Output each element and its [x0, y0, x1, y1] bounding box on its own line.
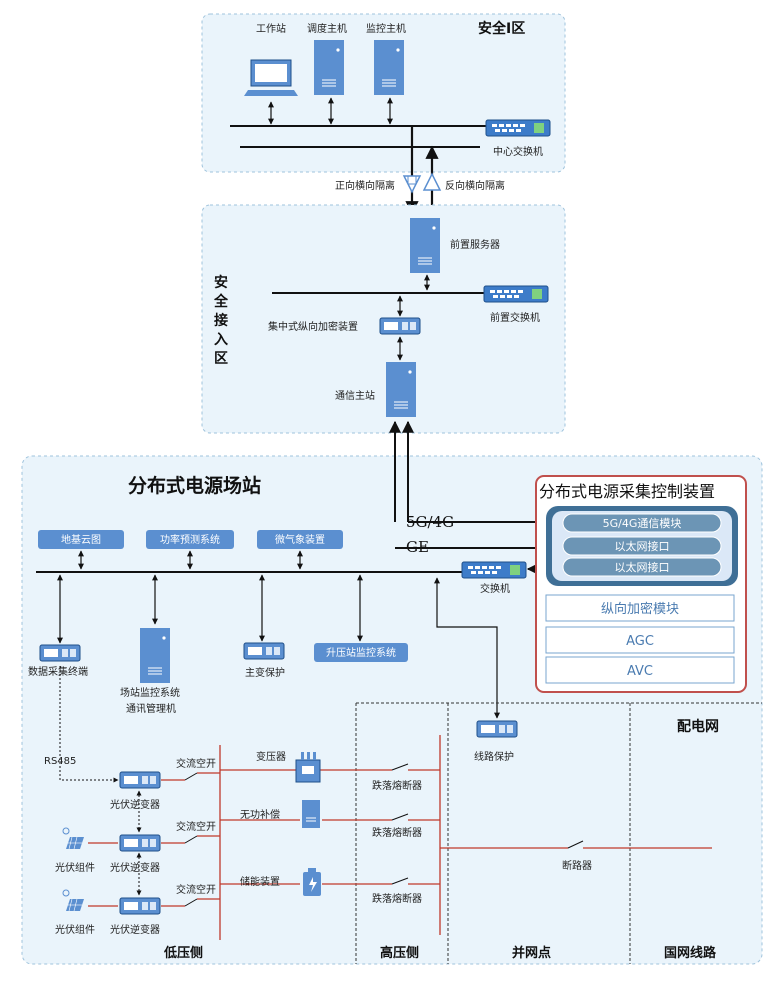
svg-text:功率预测系统: 功率预测系统: [160, 533, 220, 546]
access-zone-title: 安 全 接 入 区: [213, 274, 229, 367]
vertical-encryption-icon: [379, 317, 421, 335]
comm-host-icon: [385, 361, 417, 418]
svg-text:入: 入: [214, 332, 228, 348]
svg-text:接: 接: [214, 312, 228, 329]
dispatch-host-label: 调度主机: [307, 22, 347, 35]
transformer-icon: [295, 752, 321, 783]
device-title: 分布式电源采集控制装置: [539, 482, 715, 501]
pv-links: [88, 842, 118, 907]
micro-weather-box: 微气象装置: [257, 530, 343, 549]
reverse-isolation-label: 反向横向隔离: [445, 179, 505, 192]
dispatch-host-icon: [313, 39, 345, 96]
reactive-comp-icon: [302, 800, 320, 828]
section-dividers: [355, 702, 762, 964]
module-ethernet-1: 以太网接口: [562, 536, 722, 556]
data-terminal-icon: [39, 644, 81, 662]
zone1-links: [268, 97, 393, 125]
ac-breaker-3-label: 交流空开: [176, 883, 216, 896]
power-lines: [161, 735, 712, 940]
comm-host-label: 通信主站: [335, 389, 375, 402]
dropout-fuse-1-label: 跌落熔断器: [372, 779, 422, 792]
station-monitor-icon: [139, 627, 171, 684]
module-5g: 5G/4G通信模块: [562, 513, 722, 533]
station-monitor-label: 场站监控系统: [120, 686, 180, 699]
svg-text:以太网接口: 以太网接口: [615, 561, 670, 574]
main-protection-icon: [243, 642, 285, 660]
front-server-icon: [409, 217, 441, 274]
comm-to-device-links: [389, 420, 562, 554]
booster-monitor-box: 升压站监控系统: [314, 643, 408, 662]
svg-text:升压站监控系统: 升压站监控系统: [326, 646, 396, 659]
svg-text:区: 区: [214, 351, 228, 367]
circuit-breaker-label: 断路器: [562, 859, 592, 872]
monitor-host-label: 监控主机: [366, 22, 406, 35]
dropout-fuse-2-label: 跌落熔断器: [372, 826, 422, 839]
comm-manager-label: 通讯管理机: [126, 702, 176, 715]
section-low-voltage: 低压侧: [163, 945, 203, 961]
section-grid-point: 并网点: [512, 945, 551, 961]
transformer-label: 变压器: [256, 750, 286, 763]
encryption-module-block: 纵向加密模块: [545, 594, 735, 622]
workstation-label: 工作站: [256, 22, 286, 35]
front-server-label: 前置服务器: [450, 238, 500, 251]
ac-breaker-2-label: 交流空开: [176, 820, 216, 833]
dropout-fuse-3-label: 跌落熔断器: [372, 892, 422, 905]
section-state-grid-line: 国网线路: [664, 945, 717, 961]
rs485-label: RS485: [44, 756, 76, 767]
forward-isolation-label: 正向横向隔离: [335, 179, 395, 192]
distribution-network-label: 配电网: [677, 718, 719, 735]
station-switch-icon: [461, 561, 527, 579]
agc-block: AGC: [545, 626, 735, 654]
pv-module-2-label: 光伏组件: [55, 923, 95, 936]
storage-label: 储能装置: [240, 875, 280, 888]
line-protection-icon: [476, 720, 518, 738]
breaker-symbols: [184, 763, 584, 907]
svg-text:以太网接口: 以太网接口: [615, 540, 670, 553]
svg-text:5G/4G通信模块: 5G/4G通信模块: [603, 517, 682, 530]
isolation-links: [402, 126, 442, 215]
svg-text:AGC: AGC: [626, 634, 654, 649]
inverter-1-label: 光伏逆变器: [110, 798, 160, 811]
ground-cloud-box: 地基云图: [38, 530, 124, 549]
data-terminal-label: 数据采集终端: [28, 665, 88, 678]
svg-text:纵向加密模块: 纵向加密模块: [601, 601, 679, 617]
power-forecast-box: 功率预测系统: [146, 530, 234, 549]
station-top-links: [78, 550, 303, 570]
front-switch-label: 前置交换机: [490, 311, 540, 324]
inverter-3-label: 光伏逆变器: [110, 923, 160, 936]
storage-icon: [303, 868, 321, 896]
section-high-voltage: 高压侧: [380, 945, 419, 961]
workstation-icon: [244, 59, 298, 96]
monitor-host-icon: [373, 39, 405, 96]
inverter-2-icon: [119, 834, 161, 852]
svg-text:安: 安: [214, 274, 228, 291]
station-title: 分布式电源场站: [128, 474, 261, 497]
rs485-link: [59, 666, 142, 896]
front-switch-icon: [483, 285, 549, 303]
pv-module-1-label: 光伏组件: [55, 861, 95, 874]
link-ge-label: GE: [406, 538, 429, 556]
inverter-3-icon: [119, 897, 161, 915]
zone1-title: 安全Ⅰ区: [478, 20, 525, 37]
svg-text:地基云图: 地基云图: [61, 533, 101, 546]
module-ethernet-2: 以太网接口: [562, 557, 722, 577]
vertical-encryption-label: 集中式纵向加密装置: [268, 320, 358, 333]
avc-block: AVC: [545, 656, 735, 684]
svg-text:微气象装置: 微气象装置: [275, 533, 325, 546]
station-bottom-links: [57, 574, 500, 719]
ac-breaker-1-label: 交流空开: [176, 757, 216, 770]
inverter-2-label: 光伏逆变器: [110, 861, 160, 874]
main-protection-label: 主变保护: [245, 666, 285, 679]
line-protection-label: 线路保护: [474, 750, 514, 763]
link-5g-label: 5G/4G: [406, 513, 454, 531]
center-switch-label: 中心交换机: [493, 145, 543, 158]
center-switch-icon: [485, 119, 551, 137]
svg-text:全: 全: [213, 293, 229, 310]
svg-text:AVC: AVC: [627, 664, 653, 679]
reactive-comp-label: 无功补偿: [240, 808, 280, 821]
station-switch-label: 交换机: [480, 582, 510, 595]
inverter-1-icon: [119, 771, 161, 789]
